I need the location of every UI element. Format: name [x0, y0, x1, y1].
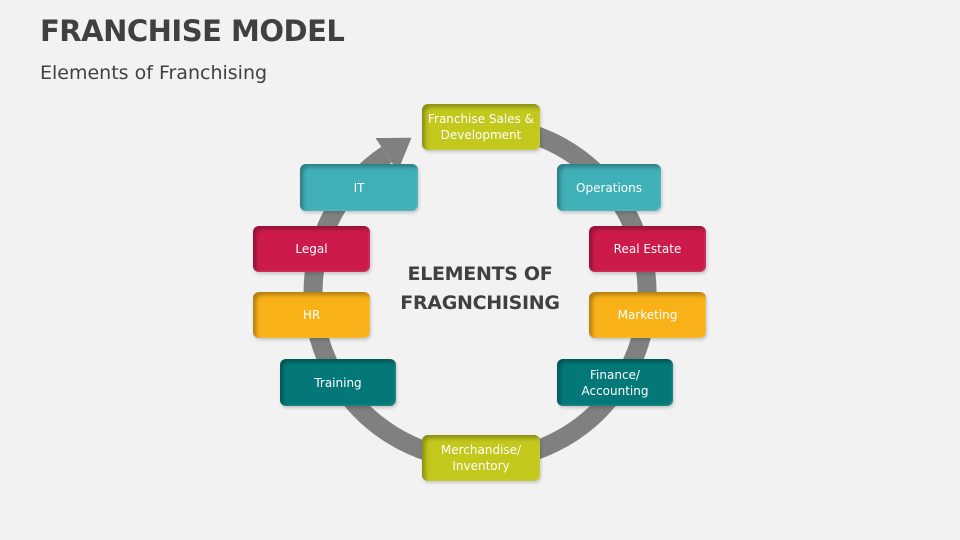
- element-real-estate: Real Estate: [589, 226, 706, 272]
- element-it: IT: [300, 164, 418, 211]
- element-franchise-sales: Franchise Sales & Development: [422, 104, 540, 150]
- page-subtitle: Elements of Franchising: [40, 62, 268, 84]
- element-legal: Legal: [253, 226, 370, 272]
- center-label-line1: ELEMENTS OF: [407, 263, 553, 285]
- element-training: Training: [280, 359, 396, 406]
- element-marketing: Marketing: [589, 292, 706, 338]
- element-operations: Operations: [557, 164, 661, 211]
- element-hr: HR: [253, 292, 370, 338]
- center-label: ELEMENTS OF FRAGNCHISING: [380, 260, 580, 318]
- cycle-arrowhead-icon: [375, 137, 412, 172]
- center-label-line2: FRAGNCHISING: [400, 292, 560, 314]
- page-title: FRANCHISE MODEL: [40, 14, 345, 48]
- cycle-arrow-ring: [303, 116, 657, 470]
- element-merchandise: Merchandise/ Inventory: [422, 435, 540, 481]
- element-finance: Finance/ Accounting: [557, 359, 673, 406]
